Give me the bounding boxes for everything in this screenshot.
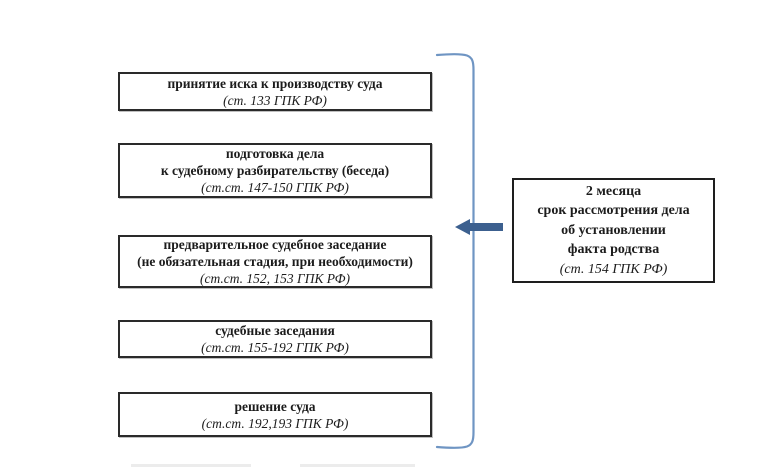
stage-article-ref: (ст.ст. 155-192 ГПК РФ) bbox=[201, 340, 349, 355]
stage-article-ref: (ст.ст. 147-150 ГПК РФ) bbox=[201, 180, 349, 195]
stage-title: судебные заседания bbox=[215, 323, 335, 338]
stage-title: решение суда bbox=[234, 398, 316, 414]
left-arrow-icon bbox=[455, 219, 503, 235]
stage-title: подготовка дела bbox=[225, 146, 325, 161]
scan-artifact bbox=[300, 464, 415, 467]
term-description-line2: об установлении bbox=[561, 222, 666, 238]
stage-box-court-sessions: судебные заседания (ст.ст. 155-192 ГПК Р… bbox=[118, 320, 432, 358]
scan-artifact bbox=[131, 464, 251, 467]
term-box-review-period: 2 месяца срок рассмотрения дела об устан… bbox=[512, 178, 715, 283]
arrowhead bbox=[455, 219, 470, 235]
stage-box-preliminary-hearing: предварительное судебное заседание (не о… bbox=[118, 235, 432, 288]
bracket-path bbox=[435, 53, 475, 449]
stage-box-court-decision: решение суда (ст.ст. 192,193 ГПК РФ) bbox=[118, 392, 432, 437]
term-description-line1: срок рассмотрения дела bbox=[537, 203, 690, 219]
stage-title-line2: (не обязательная стадия, при необходимос… bbox=[137, 254, 413, 269]
grouping-bracket-shape bbox=[435, 53, 475, 449]
stage-article-ref: (ст. 133 ГПК РФ) bbox=[223, 92, 327, 108]
stage-box-case-preparation: подготовка дела к судебному разбирательс… bbox=[118, 143, 432, 198]
stage-title: предварительное судебное заседание bbox=[163, 237, 387, 252]
term-duration: 2 месяца bbox=[585, 183, 642, 199]
stage-article-ref: (ст.ст. 152, 153 ГПК РФ) bbox=[199, 271, 351, 286]
stage-box-claim-acceptance: принятие иска к производству суда (ст. 1… bbox=[118, 72, 432, 111]
term-article-ref: (ст. 154 ГПК РФ) bbox=[559, 261, 668, 277]
term-description-line3: факта родства bbox=[567, 242, 660, 258]
arrow-shaft bbox=[468, 223, 503, 231]
stage-article-ref: (ст.ст. 192,193 ГПК РФ) bbox=[201, 415, 349, 431]
stage-title-line2: к судебному разбирательству (беседа) bbox=[160, 163, 390, 178]
stage-title: принятие иска к производству суда bbox=[167, 75, 383, 91]
